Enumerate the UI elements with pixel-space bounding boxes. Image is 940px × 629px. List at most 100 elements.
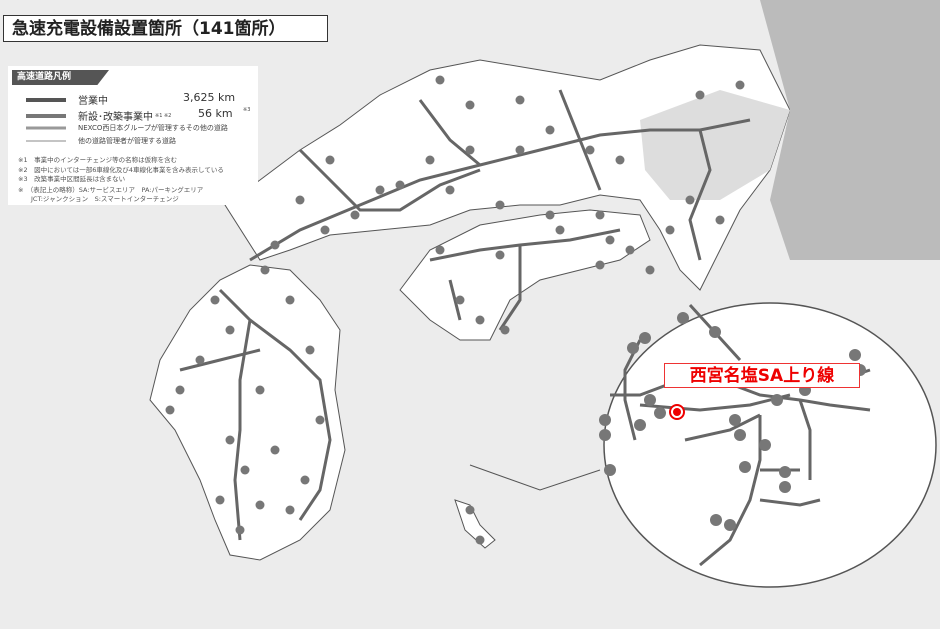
shikoku-land [399, 209, 651, 341]
charger-location-dot [295, 195, 305, 205]
charger-location-dot [604, 464, 616, 476]
charger-location-dot [771, 394, 783, 406]
charger-location-dot [325, 155, 335, 165]
charger-location-dot [515, 145, 525, 155]
expressway-route [759, 498, 821, 507]
charger-location-dot [320, 225, 330, 235]
expressway-route [688, 129, 712, 261]
charger-location-dot [585, 145, 595, 155]
kyushu-land [149, 264, 346, 561]
charger-location-dot [734, 429, 746, 441]
charger-location-dot [435, 245, 445, 255]
charger-location-dot [639, 332, 651, 344]
charger-location-dot [350, 210, 360, 220]
charger-location-dot [654, 407, 666, 419]
charger-location-dot [545, 125, 555, 135]
chugoku-kinki-land [224, 44, 791, 291]
page-title: 急速充電設備設置箇所（141箇所） [3, 15, 328, 42]
legend-item-nexco-other: NEXCO西日本グループが管理するその他の道路 [26, 124, 228, 132]
expressway-route [498, 245, 522, 331]
expressway-route [233, 319, 252, 541]
charger-location-dot [435, 75, 445, 85]
legend-heading: 高速道路凡例 [12, 70, 109, 85]
expressway-route [448, 279, 462, 321]
charger-location-dot [225, 325, 235, 335]
charger-location-dot [270, 240, 280, 250]
charger-location-dot [779, 481, 791, 493]
charger-location-dot [285, 295, 295, 305]
charger-location-dot [235, 525, 245, 535]
charger-location-dot [285, 505, 295, 515]
charger-location-dot [599, 429, 611, 441]
charger-location-dot [465, 145, 475, 155]
charger-location-dot [779, 466, 791, 478]
charger-location-dot [595, 210, 605, 220]
expressway-route [418, 99, 481, 167]
highlight-callout-label: 西宮名塩SA上り線 [664, 363, 860, 388]
charger-location-dot [495, 200, 505, 210]
expressway-route [684, 413, 761, 442]
charger-location-dot [555, 225, 565, 235]
charger-location-dot [465, 505, 475, 515]
charger-location-dot [215, 495, 225, 505]
charger-location-dot [710, 514, 722, 526]
inset-pointer-line [469, 464, 601, 491]
charger-location-dot [225, 435, 235, 445]
legend-item-under-construction: 新設･改築事業中※1 ※2 [26, 112, 172, 123]
charger-location-dot [625, 245, 635, 255]
charger-location-dot [455, 295, 465, 305]
charger-location-dot [709, 326, 721, 338]
charger-location-dot [255, 500, 265, 510]
charger-location-dot [729, 414, 741, 426]
charger-location-dot [599, 414, 611, 426]
charger-location-dot [300, 475, 310, 485]
legend-item-other-admin: 他の道路管理者が管理する道路 [26, 137, 176, 145]
charger-location-dot [644, 394, 656, 406]
expressway-route [558, 89, 602, 191]
expressway-route [639, 393, 791, 412]
charger-location-dot [445, 185, 455, 195]
charger-location-dot [425, 155, 435, 165]
charger-location-dot [634, 419, 646, 431]
expressway-route [623, 339, 642, 441]
charger-location-dot [210, 295, 220, 305]
charger-location-dot [695, 90, 705, 100]
charger-location-dot [165, 405, 175, 415]
charger-location-dot [195, 355, 205, 365]
charger-location-dot [240, 465, 250, 475]
charger-location-dot [715, 215, 725, 225]
nishinomiya-nashio-sa-marker [673, 408, 681, 416]
charger-location-dot [495, 250, 505, 260]
charger-location-dot [739, 461, 751, 473]
charger-location-dot [685, 195, 695, 205]
osaka-region-highlight [640, 90, 790, 200]
charger-location-dot [645, 265, 655, 275]
charger-location-dot [735, 80, 745, 90]
okinawa-islands [454, 499, 496, 549]
charger-location-dot [395, 180, 405, 190]
legend-item-open: 営業中 [26, 96, 108, 107]
charger-location-dot [515, 95, 525, 105]
expressway-legend: 高速道路凡例 営業中 3,625 km 新設･改築事業中※1 ※2 56 km … [8, 66, 258, 205]
expressway-route [179, 348, 261, 372]
charger-location-dot [759, 439, 771, 451]
charger-location-dot [255, 385, 265, 395]
expressway-route [798, 399, 812, 480]
charger-location-dot [849, 349, 861, 361]
charger-location-dot [305, 345, 315, 355]
charger-location-dot [465, 100, 475, 110]
expressway-route [298, 148, 481, 212]
charger-location-dot [315, 415, 325, 425]
charger-location-dot [475, 315, 485, 325]
charger-location-dot [175, 385, 185, 395]
charger-location-dot [375, 185, 385, 195]
charger-location-dot [260, 265, 270, 275]
charger-location-dot [665, 225, 675, 235]
charger-location-dot [677, 312, 689, 324]
charger-location-dot [627, 342, 639, 354]
charger-location-dot [605, 235, 615, 245]
charger-location-dot [270, 445, 280, 455]
charger-location-dot [500, 325, 510, 335]
eastern-japan-grey [760, 0, 940, 260]
